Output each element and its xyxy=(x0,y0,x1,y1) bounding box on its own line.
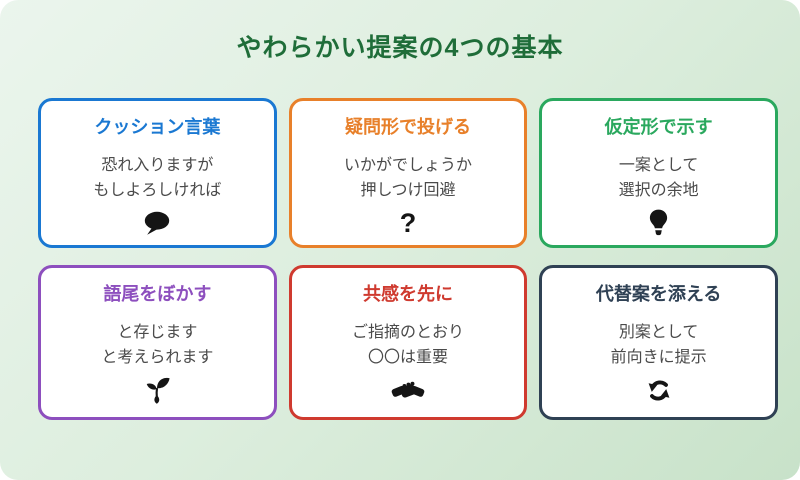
card-body: と存じます と考えられます xyxy=(101,320,213,370)
card-title: 疑問形で投げる xyxy=(344,117,471,137)
card-line: 〇〇は重要 xyxy=(367,349,448,366)
card-title: 語尾をぼかす xyxy=(103,284,212,304)
card-title: 代替案を添える xyxy=(595,284,722,304)
cards-grid: クッション言葉 恐れ入りますが もしよろしければ 疑問形で投げる いかがでしょう… xyxy=(38,98,778,420)
card-title: 共感を先に xyxy=(362,284,453,304)
lightbulb-icon xyxy=(647,207,670,239)
refresh-icon xyxy=(646,374,672,406)
card-line: ご指摘のとおり xyxy=(351,324,464,341)
card-title: クッション言葉 xyxy=(94,117,221,137)
card-line: と考えられます xyxy=(101,349,214,366)
card-body: 恐れ入りますが もしよろしければ xyxy=(93,153,221,203)
card-title: 仮定形で示す xyxy=(604,117,713,137)
card-hypothetical-form: 仮定形で示す 一案として 選択の余地 xyxy=(539,98,778,248)
card-body: いかがでしょうか 押しつけ回避 xyxy=(344,153,472,203)
card-line: 選択の余地 xyxy=(618,182,699,199)
card-cushion-words: クッション言葉 恐れ入りますが もしよろしければ xyxy=(38,98,277,248)
card-line: もしよろしければ xyxy=(93,182,222,199)
card-line: 押しつけ回避 xyxy=(360,182,456,199)
handshake-icon xyxy=(391,374,425,406)
sprout-icon xyxy=(143,374,171,406)
card-line: いかがでしょうか xyxy=(343,157,472,174)
card-line: 一案として xyxy=(618,157,699,174)
card-empathy-first: 共感を先に ご指摘のとおり 〇〇は重要 xyxy=(288,265,528,420)
card-question-form: 疑問形で投げる いかがでしょうか 押しつけ回避 ? xyxy=(288,98,528,248)
card-line: 別案として xyxy=(618,324,699,341)
card-add-alternative: 代替案を添える 別案として 前向きに提示 xyxy=(539,265,778,420)
card-line: と存じます xyxy=(117,324,198,341)
card-soften-endings: 語尾をぼかす と存じます と考えられます xyxy=(38,265,277,420)
card-line: 前向きに提示 xyxy=(610,349,707,366)
page-title: やわらかい提案の4つの基本 xyxy=(236,34,564,62)
card-body: 一案として 選択の余地 xyxy=(619,153,699,203)
speech-bubble-icon xyxy=(142,207,172,239)
question-mark-icon: ? xyxy=(399,208,417,238)
card-line: 恐れ入りますが xyxy=(101,157,214,174)
card-body: ご指摘のとおり 〇〇は重要 xyxy=(352,320,464,370)
card-body: 別案として 前向きに提示 xyxy=(611,320,707,370)
